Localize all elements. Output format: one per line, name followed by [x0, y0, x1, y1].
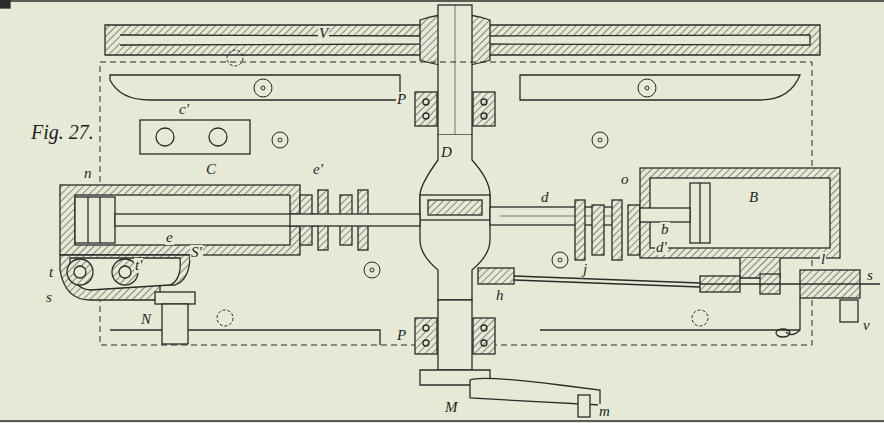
- part-letter: o: [620, 172, 630, 187]
- part-letter: l: [820, 252, 826, 267]
- part-letter: t: [48, 265, 54, 280]
- part-letter: s: [45, 290, 53, 305]
- part-letter: s: [866, 268, 874, 283]
- part-letter: S': [190, 245, 203, 260]
- part-letter: b: [660, 222, 670, 237]
- part-letter: V: [318, 26, 329, 41]
- part-letter: d': [655, 240, 668, 255]
- part-letter: d: [540, 190, 550, 205]
- figure-number: Fig. 27.: [30, 122, 95, 142]
- part-letter: P: [396, 92, 407, 107]
- part-letter: c': [178, 102, 190, 117]
- part-letter: B: [748, 190, 759, 205]
- part-letter: e': [312, 162, 324, 177]
- part-letter: j: [582, 262, 588, 277]
- part-letter: M: [444, 400, 459, 415]
- part-letter: t': [134, 258, 143, 273]
- part-letter: P: [396, 328, 407, 343]
- part-letter: C: [205, 162, 217, 177]
- part-letter: v: [862, 318, 871, 333]
- part-letter: D: [440, 145, 453, 160]
- part-letter: n: [83, 166, 93, 181]
- part-letter: h: [495, 288, 505, 303]
- part-letter: m: [598, 404, 611, 419]
- part-letter: N: [140, 312, 152, 327]
- part-letter: e: [165, 230, 174, 245]
